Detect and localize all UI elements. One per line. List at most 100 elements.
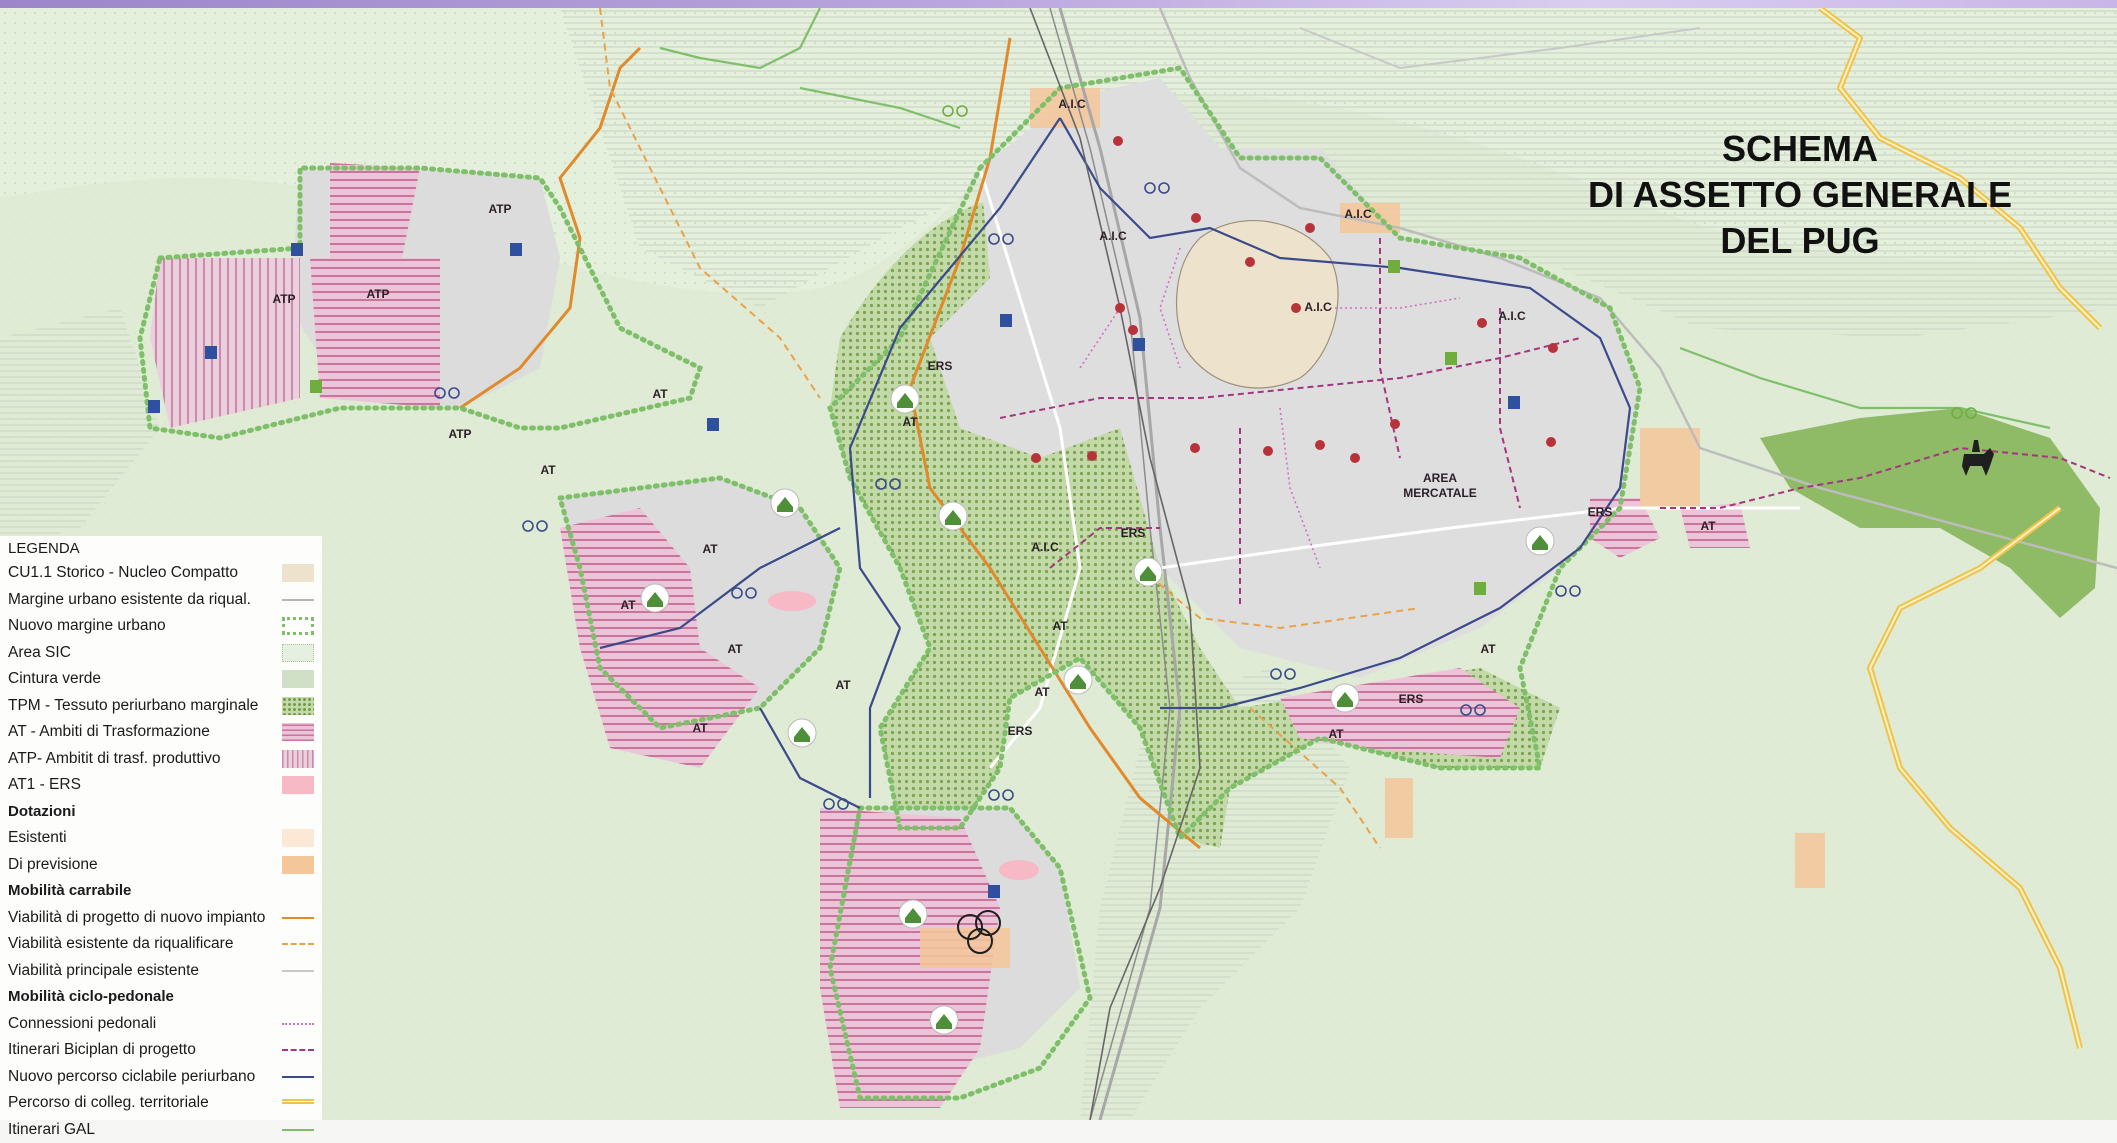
legend-item-label: Margine urbano esistente da riqual.	[8, 590, 251, 608]
green-park-east	[1760, 408, 2100, 618]
connessioni-pedonali	[1079, 247, 1461, 569]
legend-item: Nuovo percorso ciclabile periurbano	[8, 1064, 322, 1090]
map-label: AT	[702, 542, 718, 556]
legend-item: AT - Ambiti di Trasformazione	[8, 719, 322, 745]
legend-swatch	[282, 829, 314, 847]
legend-swatch	[282, 564, 314, 582]
legend-item: Cintura verde	[8, 666, 322, 692]
legend-item-label: Mobilità ciclo-pedonale	[8, 988, 174, 1005]
legend-item-label: Percorso di colleg. territoriale	[8, 1094, 209, 1111]
legend-swatch	[282, 776, 314, 794]
legend-item-label: Dotazioni	[8, 802, 76, 820]
atp-zone-west	[150, 258, 300, 428]
legend-item-label: Mobilità carrabile	[8, 882, 132, 899]
map-label: AT	[1034, 685, 1050, 699]
map-label: AT	[540, 463, 556, 477]
legend-item: Dotazioni	[8, 799, 322, 825]
railway-line	[1029, 8, 1201, 1120]
house-icons	[640, 384, 1555, 1035]
legend-item-label: Itinerari Biciplan di progetto	[8, 1041, 196, 1058]
legend-item-label: Itinerari GAL	[8, 1120, 96, 1138]
map-label: ERS	[928, 359, 953, 373]
map-label: A.I.C	[1344, 207, 1372, 221]
map-label: AT	[902, 415, 918, 429]
map-label: ATP	[488, 202, 511, 216]
legend-item: Viabilità esistente da riqualificare	[8, 931, 322, 957]
map-title: SCHEMA DI ASSETTO GENERALE DEL PUG	[1570, 126, 2030, 264]
map-label: AT	[620, 598, 636, 612]
map-label: A.I.C	[1058, 97, 1086, 111]
legend-item-label: AT1 - ERS	[8, 776, 81, 793]
map-label: AT	[1052, 619, 1068, 633]
legend-item-label: Esistenti	[8, 829, 67, 846]
legend-item: Connessioni pedonali	[8, 1011, 322, 1037]
legend-item: Mobilità ciclo-pedonale	[8, 984, 322, 1010]
legend-swatch	[282, 943, 314, 945]
viabilita-riqualificare-2	[1249, 707, 1381, 849]
legend-item-label: Connessioni pedonali	[8, 1014, 157, 1032]
map-label: AT	[1700, 519, 1716, 533]
legend-swatch	[282, 670, 314, 688]
historic-nucleus	[1176, 219, 1339, 389]
map-label: ERS	[1588, 505, 1613, 519]
map-label: AT	[692, 721, 708, 735]
map-label: AT	[835, 678, 851, 692]
legend-swatch	[282, 1128, 314, 1131]
sport-circles	[957, 910, 1001, 954]
legend-swatch	[282, 598, 314, 601]
map-canvas[interactable]: ATPATPATPATPATATATATATATATATATATATATATER…	[0, 8, 2117, 1120]
legend-item-label: AT - Ambiti di Trasformazione	[8, 723, 210, 740]
ers-ellipse-marker	[768, 591, 816, 611]
top-banner	[0, 0, 2117, 8]
legend-item: Esistenti	[8, 825, 322, 851]
legend-swatch	[282, 749, 314, 768]
map-label: A.I.C	[1031, 540, 1059, 554]
horizontal-hatch-field-northeast	[1560, 8, 2117, 338]
legend-item: Viabilità di progetto di nuovo impianto	[8, 905, 322, 931]
legend-item: Mobilità carrabile	[8, 878, 322, 904]
dotazione-previsione-3	[1640, 428, 1700, 508]
legend-swatch	[282, 969, 314, 972]
at-zone-west-band	[560, 508, 760, 768]
legend-item: Itinerari GAL	[8, 1117, 322, 1143]
itinerari-gal	[659, 8, 2051, 430]
map-label: ERS	[1008, 724, 1033, 738]
legend-item-label: Di previsione	[8, 855, 98, 873]
at-zone-northwest	[330, 163, 420, 278]
legend-item-label: Cintura verde	[8, 670, 102, 687]
parking-markers	[148, 243, 1520, 898]
map-label: ATP	[272, 292, 295, 306]
map-label: A.I.C	[1304, 300, 1332, 314]
viabilita-riqualificare-3	[1139, 567, 1421, 630]
legend-item-label: Viabilità esistente da riqualificare	[8, 935, 234, 952]
red-point-markers	[1031, 136, 1558, 463]
map-label: MERCATALE	[1403, 486, 1477, 500]
horse-rider-icon	[1962, 440, 1994, 476]
legend-item-label: Viabilità di progetto di nuovo impianto	[8, 908, 266, 926]
legend-item: Nuovo margine urbano	[8, 613, 322, 639]
legend-item-label: CU1.1 Storico - Nucleo Compatto	[8, 564, 239, 581]
map-label: A.I.C	[1099, 229, 1127, 243]
map-label: ATP	[366, 287, 389, 301]
legend-swatch	[282, 1099, 314, 1104]
nuovo-margine-urbano	[137, 65, 1643, 1101]
map-label: AT	[1480, 642, 1496, 656]
legend-item: ATP- Ambitit di trasf. produttivo	[8, 746, 322, 772]
dotazione-previsione-4	[1385, 778, 1413, 838]
viabilita-progetto-west	[459, 46, 642, 410]
legend-item: Margine urbano esistente da riqual.	[8, 587, 322, 613]
itinerari-biciplan	[999, 238, 2111, 608]
legend-swatch	[282, 723, 314, 741]
title-line-3: DEL PUG	[1720, 220, 1880, 261]
gal-bike-icons	[942, 105, 1977, 419]
legend-swatch	[282, 855, 314, 874]
dotazione-previsione-6	[920, 928, 1010, 968]
at-zone-east	[1590, 498, 1660, 558]
dotazione-previsione-5	[1795, 833, 1825, 888]
map-label: AT	[652, 387, 668, 401]
legend-item: Di previsione	[8, 852, 322, 878]
percorso-ciclabile-periurbano	[599, 117, 1632, 809]
legend-swatch	[282, 1049, 314, 1051]
